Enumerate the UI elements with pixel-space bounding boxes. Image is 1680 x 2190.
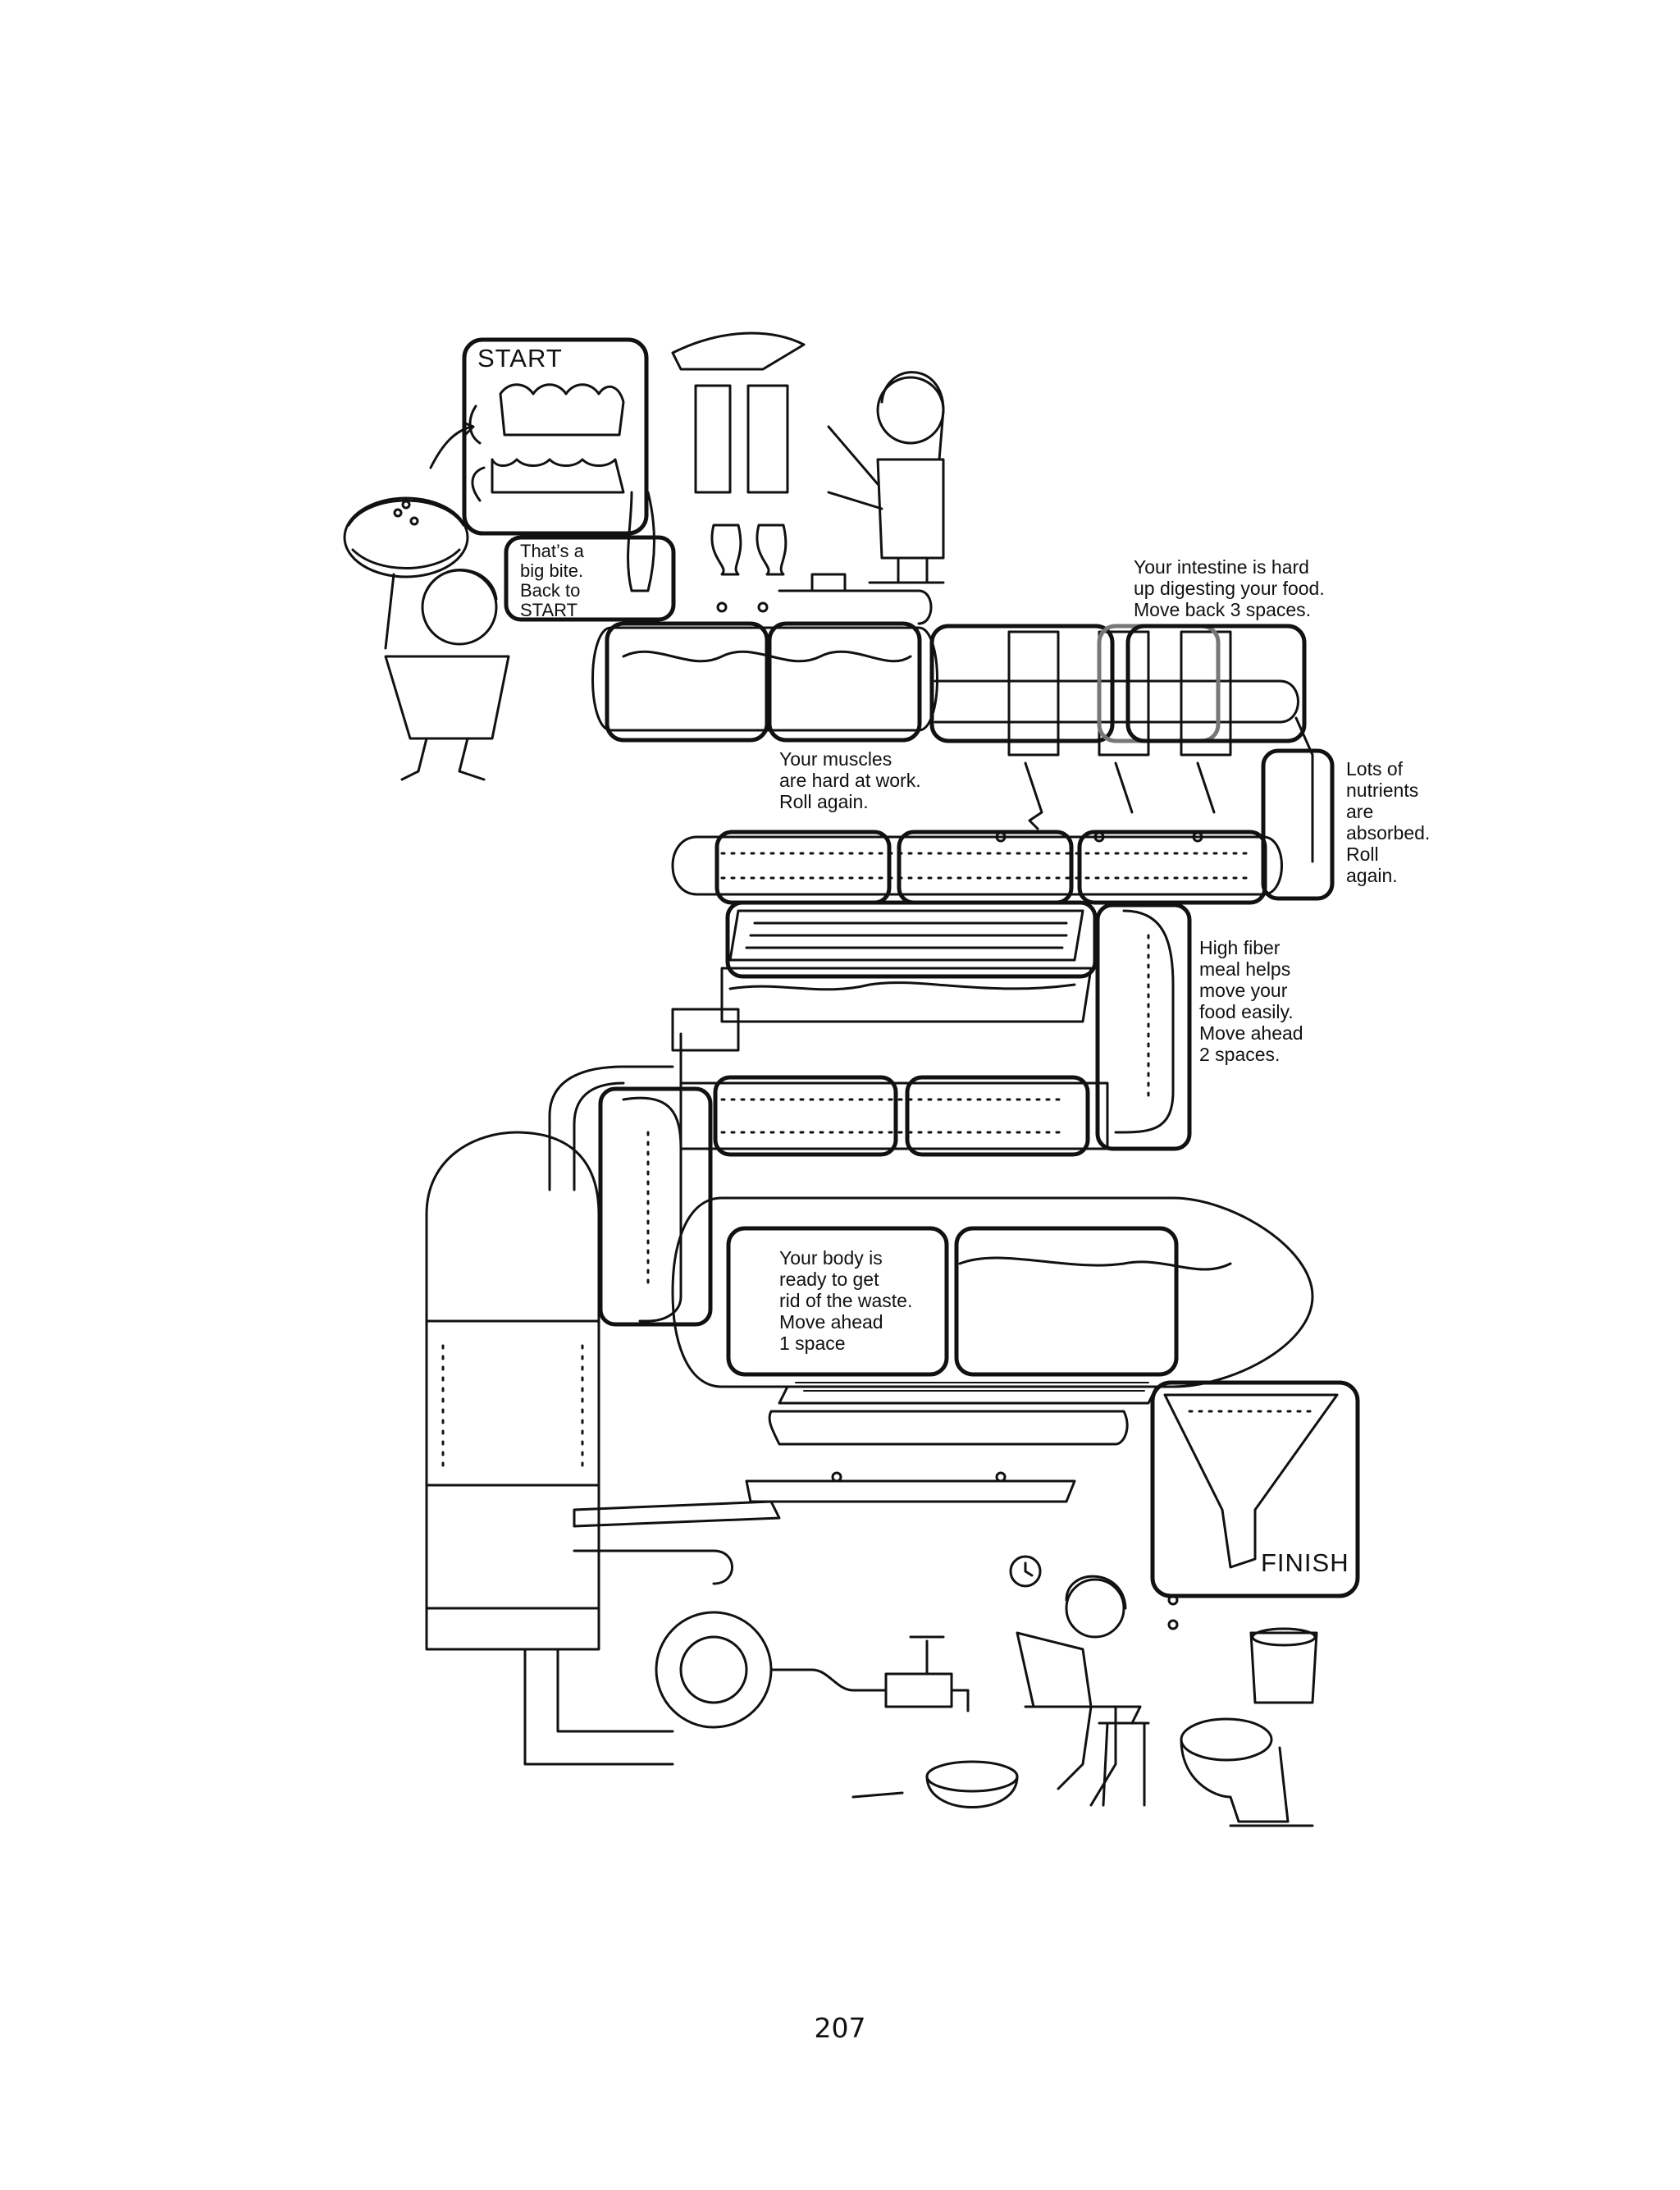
chamber-pot — [925, 1760, 1019, 1808]
space-row3-2 — [905, 1075, 1090, 1157]
pipe-network — [425, 331, 1339, 1766]
arrow-to-start-icon — [429, 421, 475, 469]
toilet — [1180, 1627, 1318, 1823]
space-text-waste: Your body is ready to get rid of the was… — [779, 1247, 913, 1354]
space-stomach-1 — [605, 621, 769, 743]
space-nutrients — [1261, 748, 1335, 901]
space-back-to-start — [504, 535, 676, 622]
space-text-muscles: Your muscles are hard at work. Roll agai… — [779, 748, 921, 812]
board-spaces — [462, 337, 1360, 1598]
teeth-icon — [468, 383, 625, 502]
floor-line — [851, 1791, 1314, 1827]
space-row2-2 — [897, 830, 1074, 905]
space-text-high-fiber: High fiber meal helps move your food eas… — [1199, 937, 1303, 1065]
space-high-fiber — [1095, 903, 1192, 1151]
space-screen-tray — [725, 900, 1098, 979]
space-text-back-to-start: That’s a big bite. Back to START — [520, 541, 584, 620]
space-row2-3 — [1077, 830, 1267, 905]
grate-icon — [795, 1382, 1149, 1392]
space-intestine-1 — [929, 624, 1115, 743]
girl-scientist — [827, 371, 945, 584]
space-start — [462, 337, 649, 536]
boy-with-burger — [343, 496, 510, 781]
space-text-nutrients: Lots of nutrients are absorbed. Roll aga… — [1346, 758, 1431, 886]
finish-label: FINISH — [1261, 1548, 1349, 1577]
space-colon — [954, 1226, 1179, 1377]
space-text-intestine-hard: Your intestine is hard up digesting your… — [1134, 556, 1325, 620]
space-intestine-2 — [1097, 624, 1221, 743]
page-number: 207 — [814, 2012, 866, 2044]
boy-reading-newspaper — [1009, 1555, 1150, 1807]
space-intestine-hard — [1125, 624, 1307, 743]
space-row2-1 — [714, 830, 892, 905]
space-row3-1 — [713, 1075, 898, 1157]
space-finish — [1150, 1380, 1360, 1598]
space-stomach-2 — [767, 621, 922, 743]
start-label: START — [477, 344, 563, 373]
space-waste — [726, 1226, 949, 1377]
space-elbow — [598, 1086, 713, 1327]
